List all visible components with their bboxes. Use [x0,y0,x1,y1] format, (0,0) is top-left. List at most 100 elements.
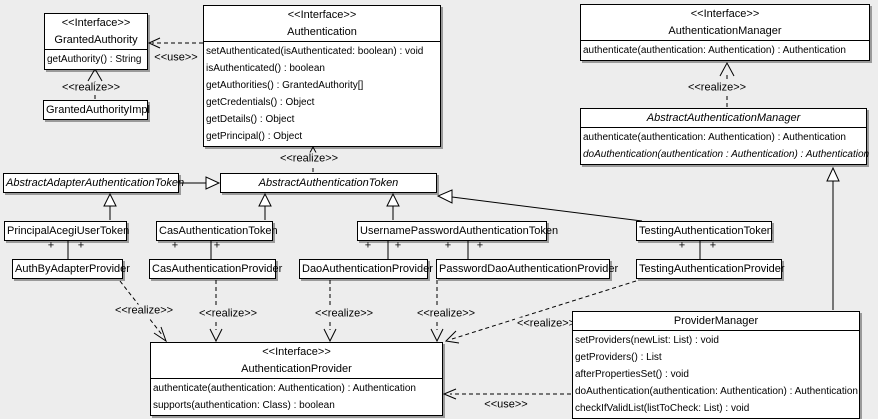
multiplicity-label: + [211,239,223,253]
class-method: authenticate(authentication: Authenticat… [583,45,846,56]
class-authentication-manager[interactable]: <<Interface>> AuthenticationManager authen… [580,4,870,61]
class-title: UsernamePasswordAuthenticationToken [358,222,559,240]
class-title: PrincipalAcegiUserToken [5,222,129,240]
class-provider-manager[interactable]: ProviderManager setProviders(newList: Lis… [572,311,860,419]
class-stereotype: <<Interface>> [262,346,331,358]
class-title: AbstractAuthenticationToken [221,174,436,192]
class-name: GrantedAuthorityImpl [46,104,150,116]
class-name: TestingAuthenticationToken [639,225,773,237]
class-name: ProviderManager [673,315,759,327]
class-granted-authority[interactable]: <<Interface>> GrantedAuthority getAuthorit… [44,13,148,70]
multiplicity-label: + [707,239,719,253]
class-method: getCredentials() : Object [206,97,315,108]
dependency-use-authentication-to-grantedauthority [147,37,203,49]
generalization-providermanager-to-abstractauthenticationmanager [826,166,840,310]
class-authentication-provider[interactable]: <<Interface>> AuthenticationProvider authe… [150,342,443,416]
class-authentication[interactable]: <<Interface>>Authentication setAuthentica… [203,5,441,147]
class-method: authenticate(authentication: Authenticat… [153,383,416,394]
class-name: GrantedAuthority [54,34,138,46]
class-stereotype: <<Interface>> [690,8,760,20]
class-method: supports(authentication: Class) : boolea… [153,400,335,411]
multiplicity-label: + [676,239,688,253]
class-method: setProviders(newList: List) : void [575,335,719,346]
class-method: getPrincipal() : Object [206,131,303,142]
class-testing-authentication-token[interactable]: TestingAuthenticationToken [636,221,773,241]
class-title: <<Interface>>Authentication [204,6,440,41]
class-name: AuthByAdapterProvider [15,263,130,275]
dependency-use-providermanager-to-authenticationprovider [442,388,571,400]
realize-passworddaoauthenticationprovider-to-authenticationprovider [430,280,444,343]
class-title: GrantedAuthorityImpl [44,101,150,119]
class-dao-authentication-provider[interactable]: DaoAuthenticationProvider [299,259,433,279]
class-name: PasswordDaoAuthenticationProvider [439,263,619,275]
multiplicity-label: + [45,239,57,253]
realize-testingauthenticationprovider-to-authenticationprovider [444,280,637,344]
class-method: getAuthority() : String [47,54,142,65]
class-methods-compartment: setProviders(newList: List) : void getPro… [573,330,859,418]
class-title: AbstractAdapterAuthenticationToken [4,174,185,192]
realize-label-abstractauthenticationtoken: <<realize>> [277,152,341,166]
realize-label-grantedauthorityimpl: <<realize>> [59,81,123,95]
class-name: CasAuthenticationProvider [152,263,283,275]
class-title: <<Interface>> GrantedAuthority [45,14,147,49]
class-method: doAuthentication(authentication: Authent… [575,386,858,397]
class-title: TestingAuthenticationProvider [637,260,785,278]
class-name: AbstractAdapterAuthenticationToken [6,177,185,189]
realize-label-casauthenticationprovider: <<realize>> [196,307,260,321]
class-abstract-authentication-token[interactable]: AbstractAuthenticationToken [220,173,437,193]
class-method: getProviders() : List [575,352,662,363]
class-abstract-authentication-manager[interactable]: AbstractAuthenticationManager authenticat… [580,108,870,165]
class-methods-compartment: getAuthority() : String [45,49,147,69]
class-name: TestingAuthenticationProvider [639,263,785,275]
realize-label-authbyadapterprovider: <<realize>> [112,304,176,318]
class-principal-acegi-user-token[interactable]: PrincipalAcegiUserToken [4,221,129,241]
class-method: authenticate(authentication: Authenticat… [583,132,846,143]
realize-casauthenticationprovider-to-authenticationprovider [209,280,223,343]
use-label-providermanager-to-authenticationprovider: <<use>> [482,398,530,412]
class-method: afterPropertiesSet() : void [575,369,689,380]
multiplicity-label: + [75,239,87,253]
multiplicity-label: + [169,239,181,253]
class-method: getAuthorities() : GrantedAuthority[] [206,80,364,91]
class-name: AuthenticationManager [668,25,782,37]
multiplicity-label: + [362,239,374,253]
class-password-dao-authentication-provider[interactable]: PasswordDaoAuthenticationProvider [436,259,619,279]
class-name: UsernamePasswordAuthenticationToken [360,225,559,237]
class-title: TestingAuthenticationToken [637,222,773,240]
multiplicity-label: + [392,239,404,253]
class-testing-authentication-provider[interactable]: TestingAuthenticationProvider [636,259,785,279]
realize-label-abstractauthenticationmanager: <<realize>> [685,81,749,95]
class-auth-by-adapter-provider[interactable]: AuthByAdapterProvider [12,259,130,279]
class-granted-authority-impl[interactable]: GrantedAuthorityImpl [43,100,150,120]
class-name: AbstractAuthenticationManager [646,112,801,124]
class-method: isAuthenticated() : boolean [206,63,325,74]
class-methods-compartment: authenticate(authentication: Authenticat… [581,40,869,60]
class-title: PasswordDaoAuthenticationProvider [437,260,619,278]
realize-authbyadapterprovider-to-authenticationprovider [119,280,167,343]
class-abstract-adapter-authentication-token[interactable]: AbstractAdapterAuthenticationToken [3,173,185,193]
class-cas-authentication-token[interactable]: CasAuthenticationToken [156,221,278,241]
class-methods-compartment: authenticate(authentication: Authenticat… [151,378,442,415]
use-label-authentication-to-grantedauthority: <<use>> [152,51,200,65]
class-method: checkIfValidList(listToCheck: List) : vo… [575,403,750,414]
class-title: DaoAuthenticationProvider [300,260,433,278]
class-method: doAuthentication(authentication : Authen… [583,149,870,160]
realize-label-testingauthenticationprovider: <<realize>> [514,317,578,331]
class-username-password-authentication-token[interactable]: UsernamePasswordAuthenticationToken [357,221,559,241]
class-title: <<Interface>> AuthenticationProvider [151,343,442,378]
class-name: AuthenticationProvider [241,363,352,375]
class-name: AbstractAuthenticationToken [258,177,399,189]
class-title: CasAuthenticationProvider [150,260,283,278]
realize-label-daoauthenticationprovider: <<realize>> [312,307,376,321]
class-stereotype: <<Interface>> [61,17,131,29]
generalization-testingauthenticationtoken-to-abstractauthenticationtoken [436,189,643,222]
class-cas-authentication-provider[interactable]: CasAuthenticationProvider [149,259,283,279]
class-methods-compartment: authenticate(authentication: Authenticat… [581,127,870,164]
class-title: AuthByAdapterProvider [13,260,130,278]
class-name: DaoAuthenticationProvider [302,263,433,275]
class-name: Authentication [287,26,357,38]
class-method: setAuthenticated(isAuthenticated: boolea… [206,46,424,57]
class-title: CasAuthenticationToken [157,222,278,240]
realize-daoauthenticationprovider-to-authenticationprovider [323,280,337,343]
